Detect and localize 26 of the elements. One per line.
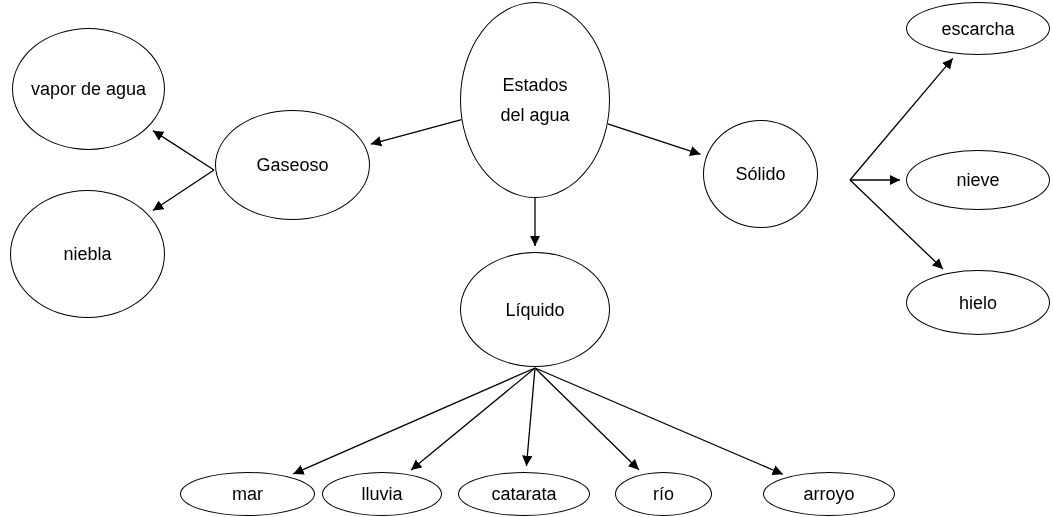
arrow (849, 174, 901, 186)
node-label: lluvia (361, 483, 403, 506)
arrow (152, 169, 215, 212)
arrow (152, 130, 215, 171)
arrow (529, 197, 541, 247)
arrow (292, 367, 536, 475)
node-label: vapor de agua (30, 78, 147, 101)
arrow (849, 57, 954, 181)
node-label: catarata (491, 483, 557, 506)
arrow (534, 367, 640, 471)
node-label: escarcha (941, 17, 1015, 41)
arrow (522, 367, 536, 467)
node-label: Sólido (735, 163, 786, 186)
node-label: hielo (959, 291, 997, 315)
arrow (607, 123, 702, 156)
node-label: Estados del agua (499, 74, 571, 127)
node-label: mar (232, 483, 263, 506)
node-label: niebla (63, 243, 112, 266)
arrow (534, 367, 784, 475)
node-label: Líquido (505, 298, 565, 322)
arrow (410, 367, 536, 471)
node-label: río (653, 483, 674, 506)
node-label: Gaseoso (256, 154, 329, 177)
node-label: nieve (956, 169, 1000, 192)
node-label: arroyo (803, 483, 855, 506)
arrow (849, 179, 944, 270)
